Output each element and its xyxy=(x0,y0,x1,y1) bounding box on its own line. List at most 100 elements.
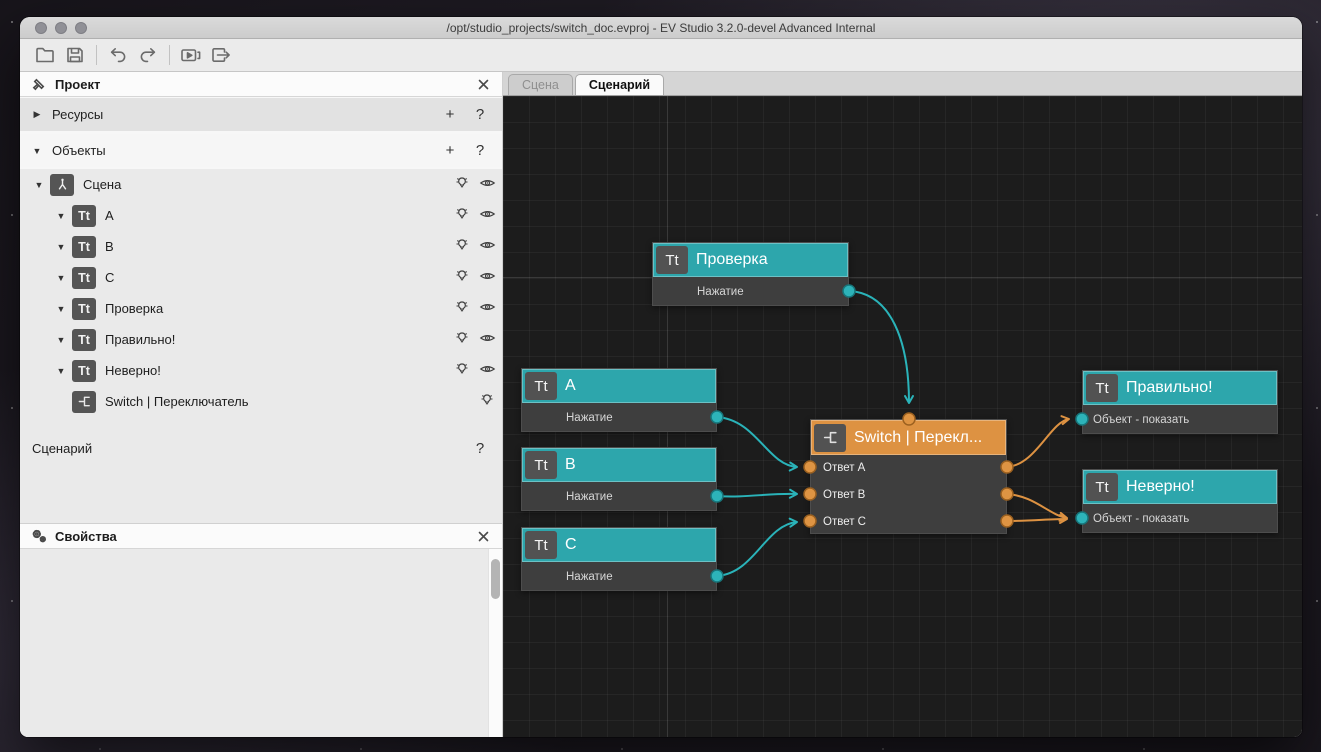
eye-icon[interactable] xyxy=(479,361,496,380)
text-object-icon: Tt xyxy=(525,531,557,559)
tt-glyph: Tt xyxy=(78,240,90,254)
tt-glyph: Tt xyxy=(1095,380,1108,397)
chevron-down-icon[interactable]: ▼ xyxy=(32,146,42,156)
toolbar-separator xyxy=(169,45,170,65)
switch-object-icon xyxy=(72,391,96,413)
lightbulb-icon[interactable] xyxy=(479,392,495,411)
section-resources[interactable]: ▶ Ресурсы + ? xyxy=(20,97,502,133)
node-proverka[interactable]: Tt Проверка Нажатие xyxy=(652,242,849,306)
tab-label: Сценарий xyxy=(589,78,650,92)
text-object-icon: Tt xyxy=(525,451,557,479)
chevron-down-icon[interactable]: ▼ xyxy=(56,211,66,221)
add-object-button[interactable]: + xyxy=(440,142,460,159)
tab-scenario[interactable]: Сценарий xyxy=(575,74,664,95)
add-resource-button[interactable]: + xyxy=(440,106,460,123)
node-neverno[interactable]: Tt Неверно! Объект - показать xyxy=(1082,469,1278,533)
tt-glyph: Tt xyxy=(534,378,547,395)
properties-panel-title: Свойства xyxy=(55,529,467,544)
node-input-row: Ответ B xyxy=(811,482,1006,509)
tree-item-label: Правильно! xyxy=(105,332,454,347)
node-title: A xyxy=(565,377,576,395)
node-output-row: Нажатие xyxy=(522,482,716,512)
node-graph-canvas[interactable]: Tt Проверка Нажатие Tt A Нажатие xyxy=(503,96,1302,737)
section-label: Ресурсы xyxy=(52,107,430,122)
tree-item-proverka[interactable]: ▼ Tt Проверка xyxy=(20,293,502,324)
tt-glyph: Tt xyxy=(1095,479,1108,496)
eye-icon[interactable] xyxy=(479,330,496,349)
title-bar: /opt/studio_projects/switch_doc.evproj -… xyxy=(20,17,1302,39)
hammer-icon xyxy=(30,75,48,93)
lightbulb-icon[interactable] xyxy=(454,175,470,194)
eye-icon[interactable] xyxy=(479,268,496,287)
close-icon[interactable] xyxy=(474,527,492,545)
node-input-row: Объект - показать xyxy=(1083,504,1277,534)
lightbulb-icon[interactable] xyxy=(454,361,470,380)
scenario-label: Сценарий xyxy=(32,441,92,456)
chevron-down-icon[interactable]: ▼ xyxy=(34,180,44,190)
tree-item-a[interactable]: ▼ Tt A xyxy=(20,200,502,231)
close-window-button[interactable] xyxy=(35,22,47,34)
chevron-down-icon[interactable]: ▼ xyxy=(56,273,66,283)
scrollbar-thumb[interactable] xyxy=(491,559,500,599)
wire-b-to-switch xyxy=(717,494,797,497)
properties-panel: Свойства xyxy=(20,523,502,737)
open-project-button[interactable] xyxy=(30,42,60,68)
tab-scene[interactable]: Сцена xyxy=(508,74,573,95)
chevron-down-icon[interactable]: ▼ xyxy=(56,304,66,314)
eye-icon[interactable] xyxy=(479,175,496,194)
node-input-row: Объект - показать xyxy=(1083,405,1277,435)
eye-icon[interactable] xyxy=(479,206,496,225)
preview-button[interactable] xyxy=(176,42,206,68)
node-c[interactable]: Tt C Нажатие xyxy=(521,527,717,591)
lightbulb-icon[interactable] xyxy=(454,330,470,349)
tree-item-scene[interactable]: ▼ Сцена xyxy=(20,169,502,200)
wire-a-to-switch xyxy=(717,417,797,467)
objects-help-button[interactable]: ? xyxy=(470,142,490,159)
chevron-right-icon[interactable]: ▶ xyxy=(32,109,42,120)
export-icon xyxy=(209,44,233,66)
text-object-icon: Tt xyxy=(72,329,96,351)
section-objects[interactable]: ▼ Объекты + ? xyxy=(20,133,502,169)
node-title: Неверно! xyxy=(1126,478,1195,496)
wire-switch-a-to-pravilno xyxy=(1007,419,1069,467)
node-output-row: Нажатие xyxy=(522,403,716,433)
node-output-row: Нажатие xyxy=(522,562,716,592)
tab-label: Сцена xyxy=(522,78,559,92)
lightbulb-icon[interactable] xyxy=(454,299,470,318)
scrollbar-track[interactable] xyxy=(488,549,502,737)
undo-button[interactable] xyxy=(103,42,133,68)
redo-button[interactable] xyxy=(133,42,163,68)
tree-item-b[interactable]: ▼ Tt B xyxy=(20,231,502,262)
chevron-down-icon[interactable]: ▼ xyxy=(56,242,66,252)
minimize-window-button[interactable] xyxy=(55,22,67,34)
chevron-down-icon[interactable]: ▼ xyxy=(56,335,66,345)
resources-help-button[interactable]: ? xyxy=(470,106,490,123)
eye-icon[interactable] xyxy=(479,299,496,318)
maximize-window-button[interactable] xyxy=(75,22,87,34)
node-switch[interactable]: Switch | Перекл... Ответ A Ответ B Ответ… xyxy=(810,419,1007,534)
chevron-down-icon[interactable]: ▼ xyxy=(56,366,66,376)
scenario-help-button[interactable]: ? xyxy=(470,440,490,457)
scenario-section[interactable]: Сценарий ? xyxy=(20,433,502,463)
save-button[interactable] xyxy=(60,42,90,68)
tree-item-neverno[interactable]: ▼ Tt Неверно! xyxy=(20,355,502,386)
node-b[interactable]: Tt B Нажатие xyxy=(521,447,717,511)
export-button[interactable] xyxy=(206,42,236,68)
lightbulb-icon[interactable] xyxy=(454,237,470,256)
node-input-row: Ответ C xyxy=(811,508,1006,535)
app-window: /opt/studio_projects/switch_doc.evproj -… xyxy=(20,17,1302,737)
tt-glyph: Tt xyxy=(534,457,547,474)
close-icon[interactable] xyxy=(474,75,492,93)
lightbulb-icon[interactable] xyxy=(454,206,470,225)
node-a[interactable]: Tt A Нажатие xyxy=(521,368,717,432)
wire-switch-c-to-neverno xyxy=(1007,519,1067,521)
undo-icon xyxy=(107,44,129,66)
tree-item-switch[interactable]: Switch | Переключатель xyxy=(20,386,502,417)
tree-item-c[interactable]: ▼ Tt C xyxy=(20,262,502,293)
node-pravilno[interactable]: Tt Правильно! Объект - показать xyxy=(1082,370,1278,434)
lightbulb-icon[interactable] xyxy=(454,268,470,287)
tree-item-pravilno[interactable]: ▼ Tt Правильно! xyxy=(20,324,502,355)
eye-icon[interactable] xyxy=(479,237,496,256)
gears-icon xyxy=(30,527,48,545)
wire-c-to-switch xyxy=(717,522,797,576)
